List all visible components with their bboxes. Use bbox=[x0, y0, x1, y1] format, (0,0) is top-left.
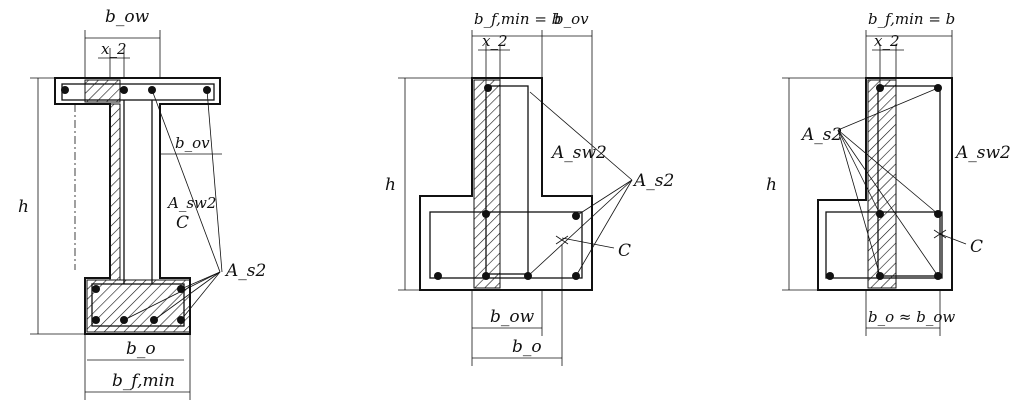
hatch-full-depth bbox=[867, 79, 897, 289]
figure-inverted-t-beam: b_f,min = b x_2 h A_s2 A_sw2 C b_o ≈ b_o… bbox=[766, 10, 1011, 336]
stirrup-web bbox=[485, 85, 529, 275]
hatch-web bbox=[473, 79, 501, 289]
hatch-bottom-flange bbox=[86, 279, 191, 333]
hatch-web bbox=[109, 103, 121, 281]
label-c: C bbox=[970, 237, 983, 257]
label-x2: x_2 bbox=[101, 40, 127, 58]
label-b-ow: b_ow bbox=[105, 7, 150, 27]
label-a-sw2: A_sw2 bbox=[550, 143, 607, 163]
label-b-o: b_o bbox=[126, 339, 156, 359]
label-b-o-approx-b-ow: b_o ≈ b_ow bbox=[868, 308, 955, 326]
leader-as2 bbox=[837, 87, 967, 277]
label-c: C bbox=[176, 213, 189, 233]
label-h: h bbox=[385, 175, 396, 195]
rebar bbox=[826, 272, 834, 280]
rebar bbox=[434, 272, 442, 280]
label-b-f-min: b_f,min bbox=[112, 371, 175, 391]
center-mark bbox=[933, 229, 947, 239]
label-x2: x_2 bbox=[482, 32, 508, 50]
label-a-sw2: A_sw2 bbox=[166, 194, 216, 212]
rebar bbox=[484, 84, 492, 92]
stirrup-web bbox=[877, 85, 941, 277]
label-c: C bbox=[618, 241, 631, 261]
label-b-f-min-eq-b: b_f,min = b bbox=[868, 10, 955, 28]
center-mark bbox=[555, 235, 569, 245]
stirrup-flange bbox=[825, 211, 943, 279]
label-b-f-min-eq-b: b_f,min = b bbox=[474, 10, 561, 28]
label-h: h bbox=[18, 197, 29, 217]
figure-t-beam: b_f,min = b b_ov x_2 h A_sw2 A_s2 C b_ow… bbox=[385, 10, 674, 366]
rebar bbox=[92, 285, 100, 293]
leader-as2 bbox=[527, 91, 633, 277]
rebar bbox=[61, 86, 69, 94]
label-a-s2: A_s2 bbox=[632, 171, 674, 191]
stirrup-bottom bbox=[91, 283, 185, 327]
label-h: h bbox=[766, 175, 777, 195]
rebar bbox=[482, 210, 490, 218]
label-b-ov: b_ov bbox=[554, 10, 589, 28]
label-b-o: b_o bbox=[512, 337, 542, 357]
rebar bbox=[120, 86, 128, 94]
label-a-sw2: A_sw2 bbox=[954, 143, 1011, 163]
stirrup-flange bbox=[429, 211, 583, 279]
rebar bbox=[92, 316, 100, 324]
figure-i-beam: b_ow x_2 h b_ov A_sw2 C A_s2 b_o b_f,min bbox=[18, 7, 266, 400]
label-b-ow: b_ow bbox=[490, 307, 535, 327]
leader-as2 bbox=[123, 89, 223, 321]
rebar bbox=[482, 272, 490, 280]
rebar bbox=[876, 84, 884, 92]
label-b-ov: b_ov bbox=[175, 134, 210, 152]
label-x2: x_2 bbox=[874, 32, 900, 50]
t-beam-outline bbox=[419, 77, 593, 291]
hatch-top-flange bbox=[84, 79, 121, 103]
label-a-s2: A_s2 bbox=[800, 125, 842, 145]
label-a-s2: A_s2 bbox=[224, 261, 266, 281]
